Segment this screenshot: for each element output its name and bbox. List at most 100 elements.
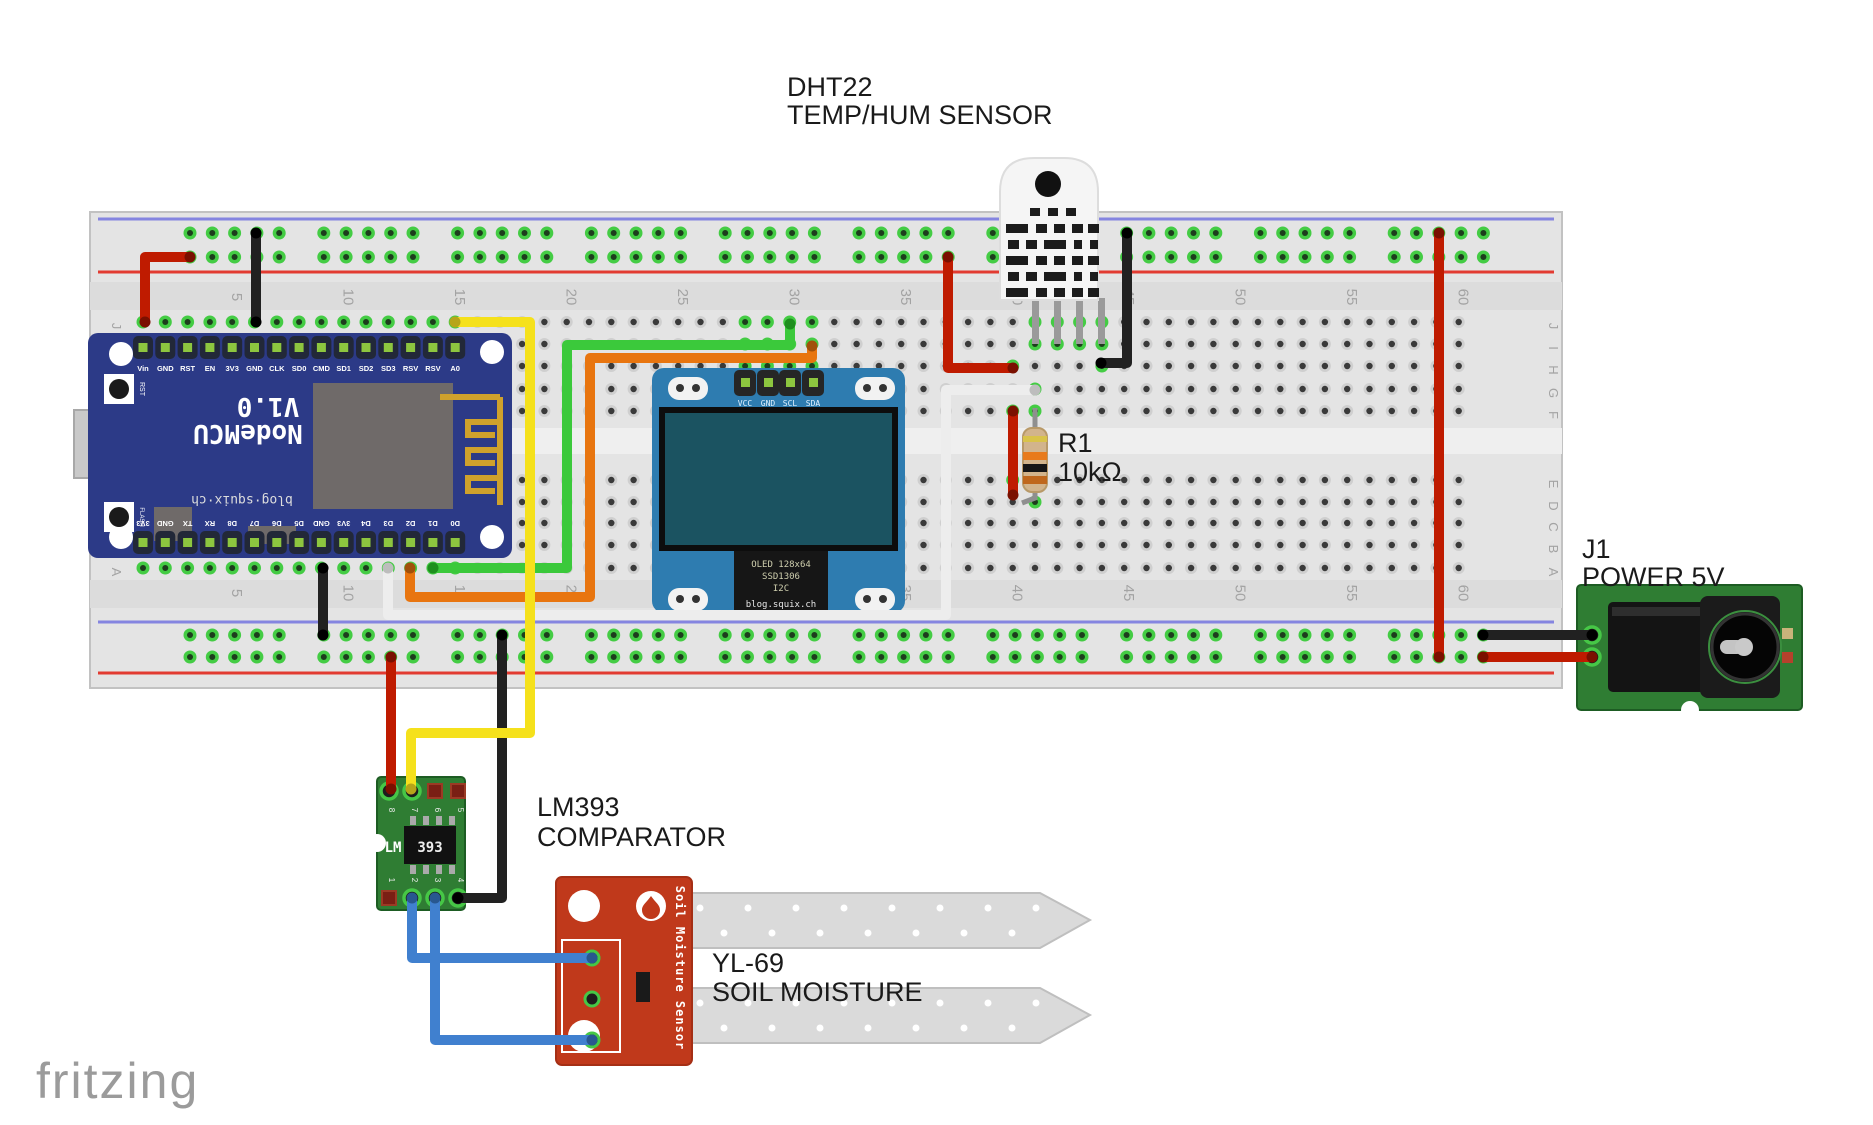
hole-center (1344, 385, 1351, 393)
j1-power-jack[interactable] (1576, 584, 1803, 719)
breadboard-top-band (90, 282, 1562, 310)
hole-center (1254, 362, 1262, 370)
hole-center (744, 230, 751, 236)
hole-center (1277, 476, 1284, 484)
hole-center (541, 476, 548, 484)
prong-dot (1008, 1024, 1016, 1032)
vent (1026, 240, 1037, 249)
oled-display[interactable]: VCC GND SCL SDA OLED 128x64 SSD1306 I2C … (652, 368, 905, 613)
hole-center (231, 654, 238, 660)
hole-center (543, 632, 550, 638)
lm393-pad-5[interactable] (450, 783, 466, 799)
hole-center (1366, 476, 1373, 484)
hole-center (811, 254, 818, 260)
hole-center (764, 319, 771, 325)
hole-center (585, 318, 593, 326)
nodemcu-pin-label: EN (205, 364, 215, 373)
hole-center (209, 654, 216, 660)
wire-green-oled-scl[interactable] (428, 319, 795, 573)
hole-center (231, 632, 238, 638)
oled-mount-pad (668, 377, 708, 400)
oled-box-brand: blog.squix.ch (746, 600, 816, 610)
lm393-pad-1[interactable] (381, 890, 397, 906)
hole-center (1254, 340, 1262, 348)
prong-dot (1008, 929, 1016, 937)
pad-center (160, 538, 170, 547)
yl69-pad[interactable] (583, 990, 601, 1008)
dht22-sensor[interactable] (999, 157, 1105, 344)
rst-button[interactable] (109, 379, 129, 399)
hole-center (1210, 498, 1217, 506)
hole-center (1009, 541, 1016, 549)
hole-center (1299, 476, 1306, 484)
hole-center (229, 319, 236, 325)
hole-center (920, 362, 927, 370)
hole-center (945, 230, 952, 236)
hole-center (1168, 230, 1175, 236)
wire-red-vin[interactable] (140, 252, 195, 327)
hole-center (1232, 564, 1239, 572)
hole-center (630, 407, 637, 415)
wire-black-lm393-gnd[interactable] (453, 630, 507, 903)
nodemcu-pin-label: D2 (406, 519, 416, 528)
row-letter: A (1546, 568, 1561, 577)
hole-center (989, 230, 996, 236)
hole-center (1098, 519, 1106, 527)
hole-center (541, 498, 548, 506)
resistor-band (1023, 436, 1047, 442)
wire-red-lm393-vcc-cap (385, 783, 397, 795)
hole-center (1143, 407, 1150, 415)
lm393-pad-6[interactable] (427, 783, 443, 799)
yl69-pcb[interactable] (555, 876, 693, 1066)
row-letter: B (1546, 545, 1561, 554)
hole-center (521, 254, 528, 260)
yl69-sensor[interactable]: Soil Moisture Sensor (555, 876, 1093, 1066)
wire-yellow-a0[interactable] (406, 317, 535, 794)
prong-dot (792, 904, 800, 912)
hole-center (853, 340, 860, 348)
hole-center (856, 230, 862, 236)
hole-center (588, 254, 595, 260)
dht22-pin (1076, 298, 1083, 344)
wire-blue-probe-2[interactable] (430, 893, 597, 1045)
wire-black-gnd-rail-cap (317, 562, 329, 574)
hole-center (1165, 318, 1173, 326)
wire-black-dht-gnd[interactable] (1096, 228, 1132, 368)
hole-center (719, 318, 726, 326)
hole-center (1212, 654, 1219, 660)
wire-orange-oled-sda[interactable] (405, 341, 817, 602)
lm393-board[interactable]: LM 393 8 7 6 5 1 2 3 4 (368, 776, 468, 911)
hole-center (1321, 564, 1329, 572)
chip-leg (410, 816, 416, 825)
hole-center (1121, 519, 1128, 527)
hole-center (1455, 498, 1462, 506)
dht22-label-line2: TEMP/HUM SENSOR (787, 100, 1053, 130)
nodemcu-board[interactable]: RST FLASH Vin3V3GNDGNDRSTTXENRX3V3D8GNDD… (73, 333, 512, 558)
nodemcu-pin-label: GND (246, 364, 263, 373)
hole-center (543, 254, 550, 260)
hole-center (1388, 362, 1396, 370)
resistor-r1[interactable] (1021, 408, 1048, 506)
resistor-band (1023, 476, 1047, 484)
hole-center (1321, 519, 1329, 527)
pad-center (741, 378, 750, 387)
nodemcu-pin-label: TX (183, 519, 193, 528)
vent (1044, 240, 1066, 249)
nodemcu-pin-label: GND (156, 519, 173, 528)
j1-smd-pad (1782, 652, 1793, 663)
wire-red-dht-vcc[interactable] (943, 252, 1018, 373)
hole-center (1121, 385, 1128, 393)
dht22-pin (1054, 298, 1061, 344)
flash-button[interactable] (109, 507, 129, 527)
hole-center (1034, 632, 1041, 638)
hole-center (410, 632, 416, 638)
wire-blue-probe-1[interactable] (407, 893, 597, 963)
hole-center (608, 498, 615, 506)
wire-white-dht-data[interactable] (383, 385, 1040, 620)
hole-center (1458, 230, 1465, 236)
pad-center (250, 538, 259, 547)
hole-center (1076, 362, 1083, 370)
nodemcu-pin-label: CMD (313, 364, 331, 373)
hole-center (1279, 254, 1286, 260)
hole-center (1299, 498, 1306, 506)
